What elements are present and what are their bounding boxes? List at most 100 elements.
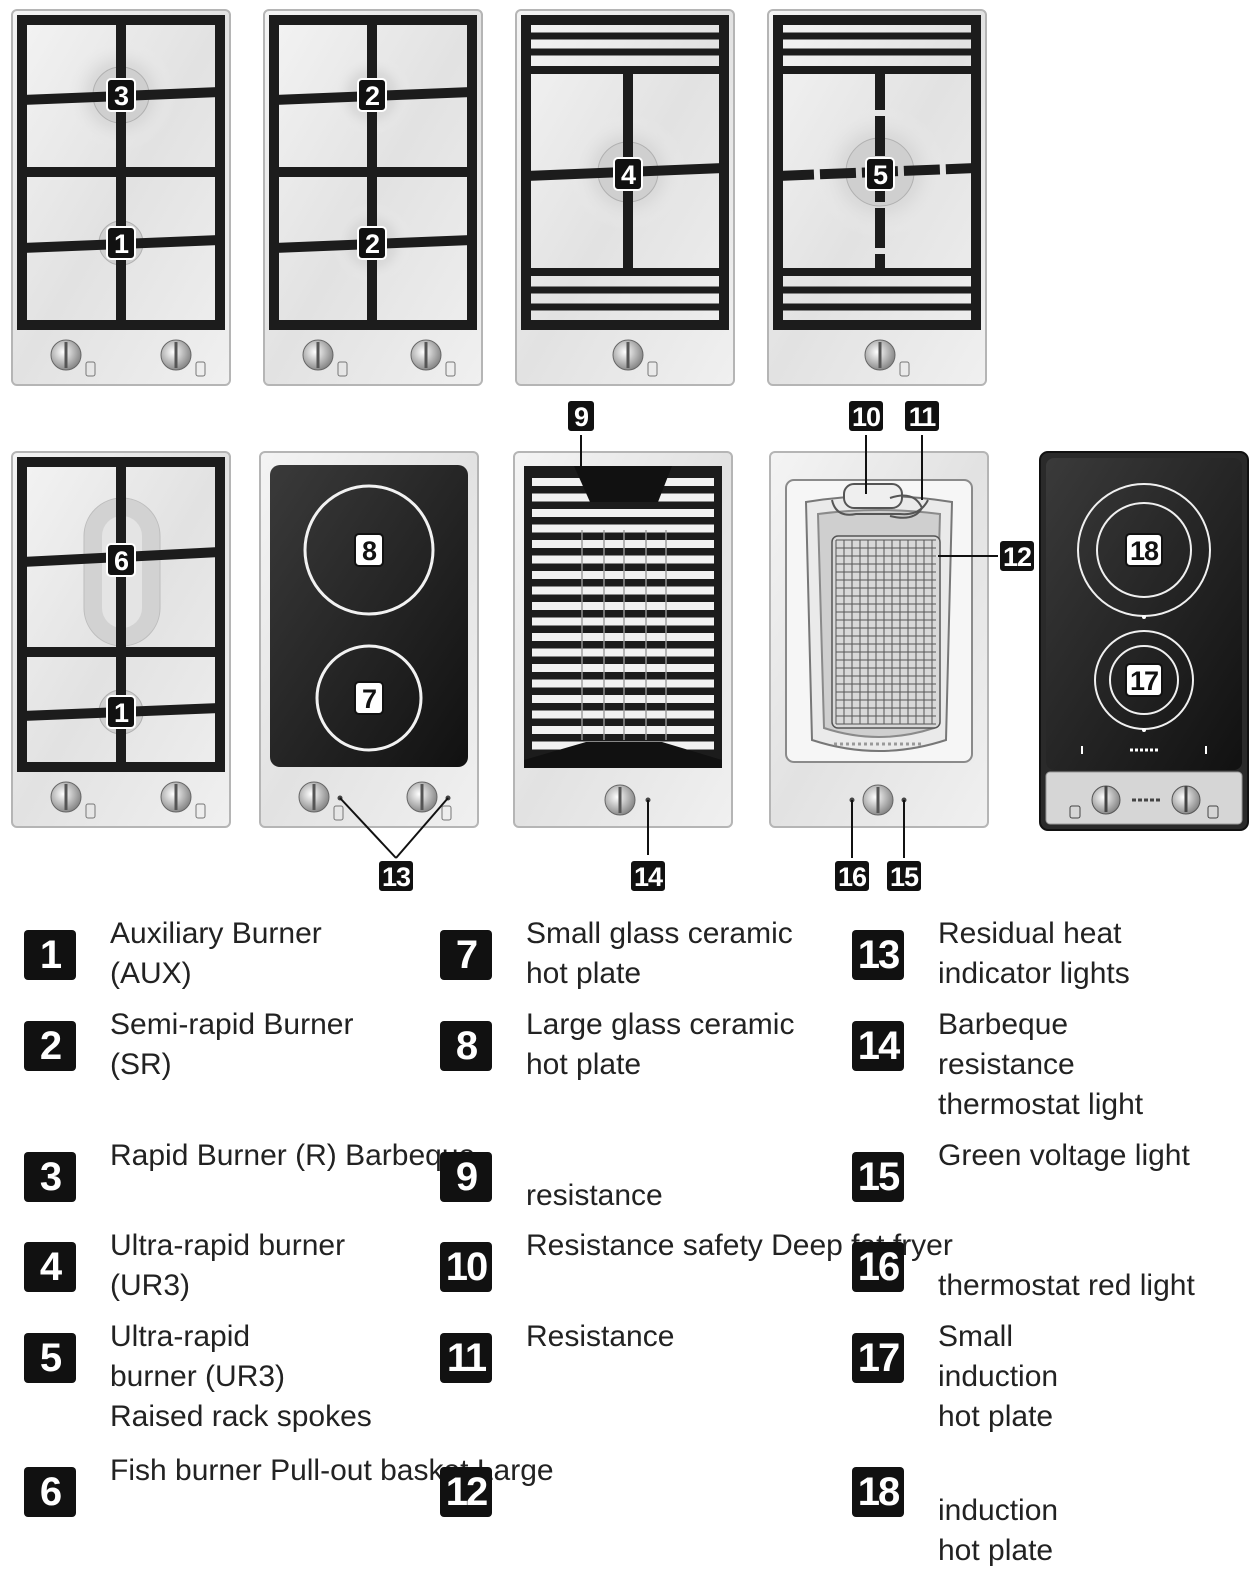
legend-label-line: Large glass ceramic <box>526 1008 795 1041</box>
legend-label <box>526 1451 534 1491</box>
callout-badge-8: 8 <box>354 533 384 567</box>
callout-number: 14 <box>634 862 663 892</box>
legend-number-10: 10 <box>440 1242 492 1292</box>
knob-icon[interactable] <box>160 339 192 371</box>
legend-number-13: 13 <box>852 930 904 980</box>
legend-label-line: Small glass ceramic <box>526 917 793 950</box>
knob-icon[interactable] <box>50 339 82 371</box>
legend-label-line <box>526 1136 663 1176</box>
legend-label-line: Residual heat <box>938 917 1122 950</box>
knob-icon[interactable] <box>604 784 636 816</box>
callout-number: 6 <box>114 546 129 576</box>
legend-number-3: 3 <box>24 1152 76 1202</box>
callout-number: 3 <box>114 81 129 111</box>
legend-label: Resistance safety Deep fat fryer <box>526 1226 953 1266</box>
legend-label-line: resistance <box>938 1048 1075 1081</box>
legend-label-line: thermostat red light <box>938 1269 1195 1302</box>
legend-number-8: 8 <box>440 1021 492 1071</box>
callout-number: 2 <box>365 81 379 111</box>
callout-number: 1 <box>114 698 129 728</box>
knob-icon[interactable] <box>410 339 442 371</box>
legend-label-line: hot plate <box>526 957 642 990</box>
legend-label-line: Ultra-rapid <box>110 1320 251 1353</box>
legend-number-14: 14 <box>852 1021 904 1071</box>
legend-number-2: 2 <box>24 1021 76 1071</box>
legend-label-line <box>938 1226 1195 1266</box>
knob-icon[interactable] <box>160 781 192 813</box>
legend-label: Rapid Burner (R) Barbeque <box>110 1136 475 1176</box>
callout-number: 10 <box>852 402 880 432</box>
callout-number: 16 <box>838 862 867 892</box>
legend-label-line: Semi-rapid Burner <box>110 1008 354 1041</box>
legend-number-7: 7 <box>440 930 492 980</box>
legend-label-line: Green voltage light <box>938 1139 1190 1172</box>
callout-badge-11: 11 <box>903 399 941 433</box>
callout-badge-7: 7 <box>354 681 384 715</box>
legend-label: Resistance <box>526 1317 674 1357</box>
legend-label-line: thermostat light <box>938 1088 1144 1121</box>
callout-badge-2: 2 <box>357 226 387 260</box>
legend-label-line: (AUX) <box>110 957 192 990</box>
knob-icon[interactable] <box>1171 785 1201 815</box>
knob-icon[interactable] <box>864 339 896 371</box>
callout-badge-9: 9 <box>566 399 596 433</box>
legend-label: thermostat red light <box>938 1226 1195 1306</box>
knob-icon[interactable] <box>302 339 334 371</box>
callout-number: 4 <box>621 160 636 190</box>
legend-number-15: 15 <box>852 1152 904 1202</box>
legend-label-line: Barbeque <box>938 1008 1069 1041</box>
knob-icon[interactable] <box>1091 785 1121 815</box>
callout-number: 2 <box>365 229 379 259</box>
legend-label-line: (UR3) <box>110 1269 190 1302</box>
module-fish-burner <box>11 451 231 828</box>
knob-icon[interactable] <box>612 339 644 371</box>
callout-badge-16: 16 <box>833 859 871 893</box>
callout-number: 18 <box>1130 536 1159 566</box>
callout-badge-13: 13 <box>377 859 415 893</box>
legend-label-line: hot plate <box>526 1048 642 1081</box>
callout-number: 17 <box>1130 666 1158 696</box>
knob-icon[interactable] <box>406 781 438 813</box>
legend-number-5: 5 <box>24 1333 76 1383</box>
callout-number: 11 <box>909 402 937 432</box>
grill-bar <box>532 524 714 533</box>
callout-badge-10: 10 <box>847 399 885 433</box>
legend-number-16: 16 <box>852 1242 904 1292</box>
knob-icon[interactable] <box>862 784 894 816</box>
callout-number: 13 <box>382 862 411 892</box>
knob-icon[interactable] <box>50 781 82 813</box>
callout-badge-5: 5 <box>865 157 895 191</box>
module-induction <box>1039 451 1249 831</box>
legend-label-line: Rapid Burner (R) Barbeque <box>110 1139 476 1172</box>
callout-number: 1 <box>114 229 129 259</box>
legend-label: Small glass ceramic hot plate <box>526 914 793 994</box>
legend-label-line: Ultra-rapid burner <box>110 1229 346 1262</box>
legend-label-line: (SR) <box>110 1048 172 1081</box>
legend-label: Semi-rapid Burner (SR) <box>110 1005 353 1085</box>
module-glass-ceramic <box>259 451 479 859</box>
legend-label-line: induction <box>938 1494 1059 1527</box>
callout-badge-4: 4 <box>613 157 643 191</box>
legend-label-line: indicator lights <box>938 957 1130 990</box>
legend-label: Residual heat indicator lights <box>938 914 1130 994</box>
legend-label: Green voltage light <box>938 1136 1190 1176</box>
callout-badge-15: 15 <box>885 859 923 893</box>
legend-label-line: Auxiliary Burner <box>110 917 322 950</box>
legend-label-line: hot plate <box>938 1400 1054 1433</box>
module-ultra-rapid <box>515 9 735 386</box>
knob-icon[interactable] <box>298 781 330 813</box>
callout-badge-2: 2 <box>357 78 387 112</box>
legend-label-line <box>526 1451 534 1491</box>
legend-label: Fish burner Pull-out basket Large <box>110 1451 554 1491</box>
module-deep-fat-fryer <box>769 435 1000 858</box>
callout-badge-14: 14 <box>629 859 667 893</box>
callout-badge-18: 18 <box>1125 533 1163 567</box>
legend-label-line: Resistance <box>526 1320 675 1353</box>
legend-label: Barbeque resistance thermostat light <box>938 1005 1143 1125</box>
callout-badge-3: 3 <box>106 78 136 112</box>
legend-number-4: 4 <box>24 1242 76 1292</box>
legend-label-line: Raised rack spokes <box>110 1400 372 1433</box>
callout-badge-17: 17 <box>1125 663 1163 697</box>
legend-label-line: hot plate <box>938 1534 1054 1567</box>
